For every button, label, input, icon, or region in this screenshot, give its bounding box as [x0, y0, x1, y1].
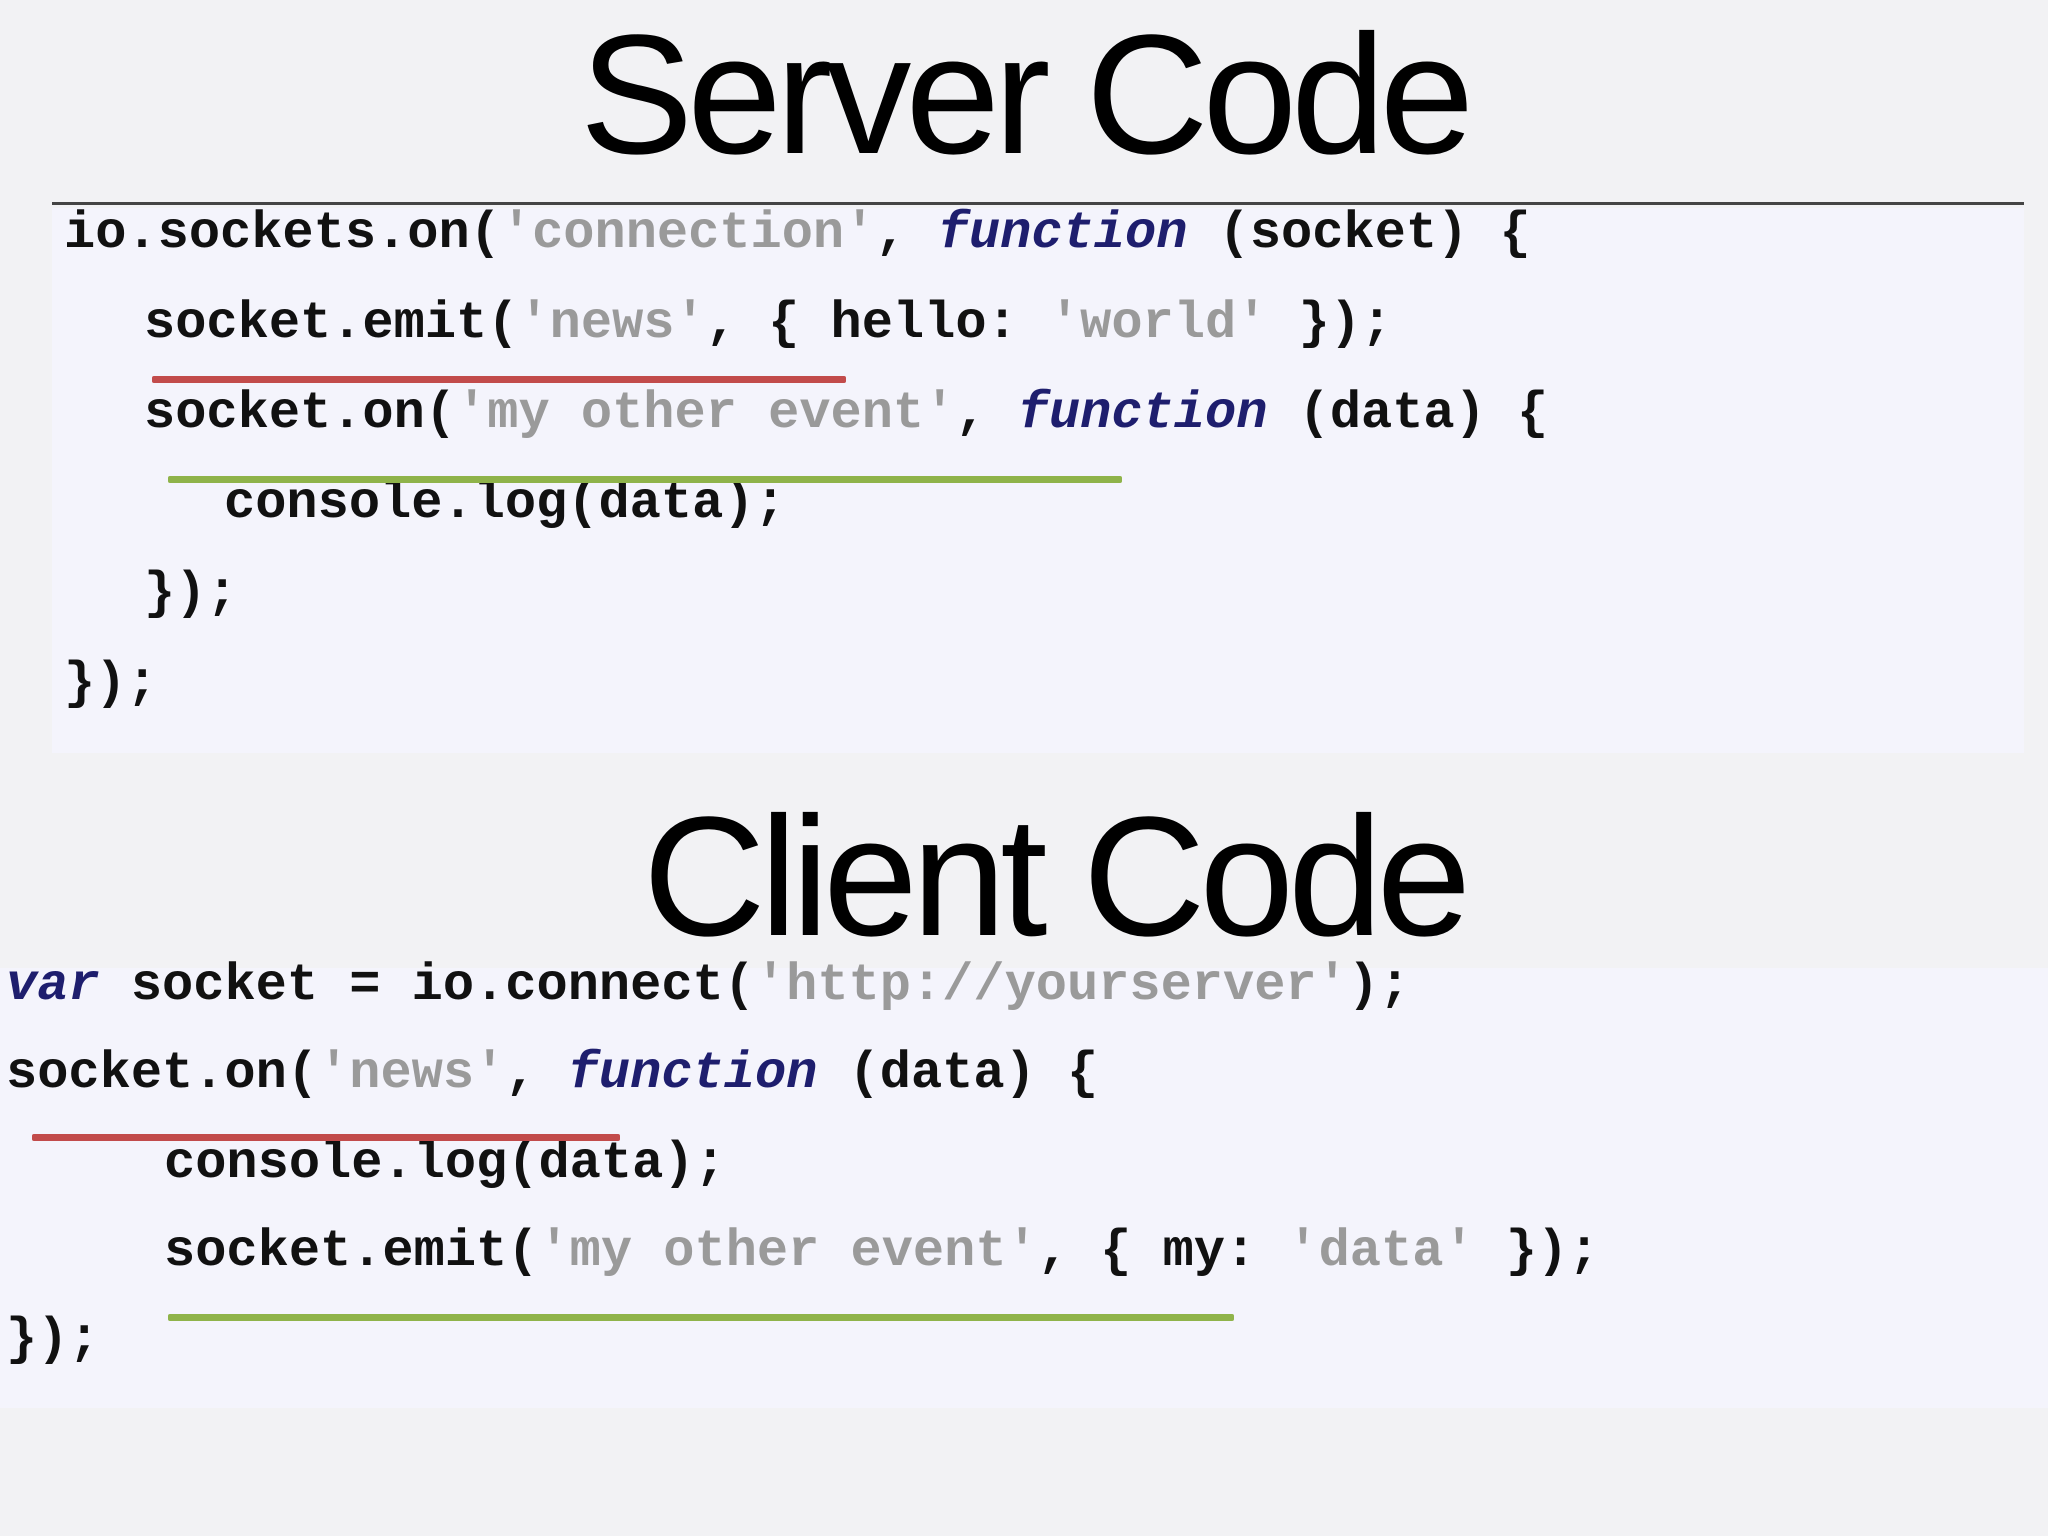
title-divider: [52, 202, 2024, 205]
server-code-line: });: [64, 654, 158, 713]
client-code-line: socket.on('news', function (data) {: [6, 1044, 1099, 1103]
client-code-line: var socket = io.connect('http://yourserv…: [6, 956, 1411, 1015]
server-code-line: console.log(data);: [224, 474, 786, 533]
client-code-block: var socket = io.connect('http://yourserv…: [0, 956, 2048, 1408]
my-other-event-on-underline: [168, 476, 1122, 483]
server-code-title: Server Code: [579, 0, 1474, 190]
client-code-title: Client Code: [642, 782, 1471, 972]
client-code-line: socket.emit('my other event', { my: 'dat…: [164, 1222, 1600, 1281]
my-other-event-emit-underline: [168, 1314, 1234, 1321]
server-code-line: socket.emit('news', { hello: 'world' });: [144, 294, 1393, 353]
client-code-line: console.log(data);: [164, 1134, 726, 1193]
news-emit-underline: [152, 376, 846, 383]
server-code-line: io.sockets.on('connection', function (so…: [64, 204, 1531, 263]
server-code-line: });: [144, 564, 238, 623]
client-code-line: });: [6, 1310, 100, 1369]
news-on-underline: [32, 1134, 620, 1141]
server-code-line: socket.on('my other event', function (da…: [144, 384, 1549, 443]
server-code-block: io.sockets.on('connection', function (so…: [52, 204, 2024, 753]
